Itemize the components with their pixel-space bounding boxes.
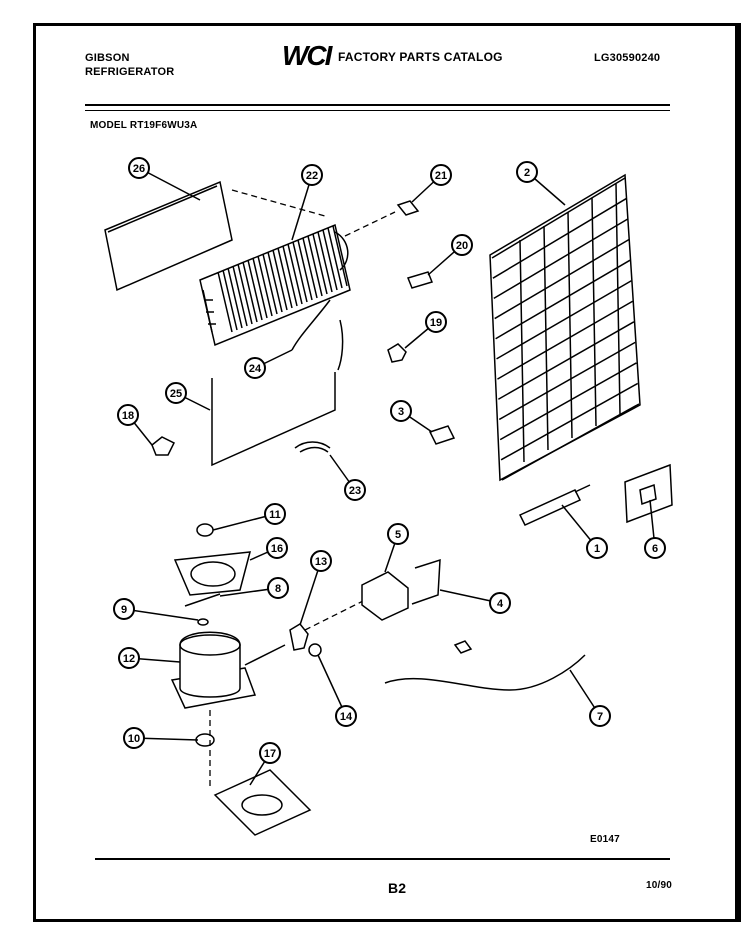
part-18-grommet — [151, 436, 176, 456]
callout-2: 2 — [516, 161, 538, 183]
part-22-evaporator — [199, 223, 351, 347]
part-21-clip — [396, 200, 420, 216]
header-rule-thin — [85, 110, 670, 111]
callout-17: 17 — [259, 742, 281, 764]
svg-text:1: 1 — [594, 543, 600, 555]
svg-text:3: 3 — [398, 406, 404, 418]
page-number: B2 — [388, 880, 407, 896]
part-9-washer — [197, 618, 209, 626]
callout-22: 22 — [301, 164, 323, 186]
leader-line-14 — [317, 654, 347, 717]
svg-text:26: 26 — [133, 163, 145, 175]
callout-25: 25 — [165, 382, 187, 404]
callout-12: 12 — [118, 647, 140, 669]
callout-20: 20 — [451, 234, 473, 256]
catalog-title: FACTORY PARTS CATALOG — [338, 50, 503, 64]
callout-4: 4 — [489, 592, 511, 614]
part-23-clip — [294, 441, 331, 453]
catalog-code: LG30590240 — [594, 52, 661, 64]
part-12-compressor — [170, 631, 286, 709]
svg-text:22: 22 — [306, 170, 318, 182]
svg-text:21: 21 — [435, 170, 447, 182]
part-3-clip — [428, 425, 456, 445]
svg-text:18: 18 — [122, 410, 134, 422]
callout-11: 11 — [264, 503, 286, 525]
svg-text:17: 17 — [264, 748, 276, 760]
svg-text:2: 2 — [524, 167, 530, 179]
part-6-bracket — [624, 463, 673, 524]
svg-text:9: 9 — [121, 604, 127, 616]
svg-text:4: 4 — [497, 598, 504, 610]
svg-text:10: 10 — [128, 733, 140, 745]
revision-date: 10/90 — [646, 880, 673, 891]
callout-13: 13 — [310, 550, 332, 572]
svg-text:13: 13 — [315, 556, 327, 568]
callout-10: 10 — [123, 727, 145, 749]
callout-9: 9 — [113, 598, 135, 620]
svg-text:20: 20 — [456, 240, 468, 252]
callout-19: 19 — [425, 311, 447, 333]
callout-14: 14 — [335, 705, 357, 727]
callout-24: 24 — [244, 357, 266, 379]
svg-text:23: 23 — [349, 485, 361, 497]
callout-23: 23 — [344, 479, 366, 501]
svg-text:19: 19 — [430, 317, 442, 329]
part-19-bracket — [387, 343, 407, 363]
part-16-cover — [173, 551, 252, 596]
svg-text:11: 11 — [269, 509, 281, 521]
part-24-heater — [291, 299, 344, 371]
leader-line-9 — [123, 608, 199, 621]
callout-21: 21 — [430, 164, 452, 186]
footer-rule — [95, 858, 670, 860]
part-7-power-cord — [384, 654, 586, 691]
callout-18: 18 — [117, 404, 139, 426]
part-26-cover-panel — [104, 180, 233, 292]
wci-logo: WCI — [282, 40, 332, 71]
svg-text:5: 5 — [395, 529, 401, 541]
callout-7: 7 — [589, 705, 611, 727]
part-20-clip — [406, 271, 434, 289]
svg-text:16: 16 — [271, 543, 283, 555]
callout-1: 1 — [586, 537, 608, 559]
leader-line-26 — [138, 167, 201, 201]
svg-text:25: 25 — [170, 388, 182, 400]
part-17-base-plate — [213, 769, 312, 836]
diagram-code: E0147 — [590, 834, 620, 845]
part-14-plug — [308, 643, 322, 657]
part-2-condenser — [489, 173, 641, 482]
svg-text:12: 12 — [123, 653, 135, 665]
callout-26: 26 — [128, 157, 150, 179]
svg-text:8: 8 — [275, 583, 281, 595]
svg-text:24: 24 — [249, 363, 262, 375]
callout-5: 5 — [387, 523, 409, 545]
callout-8: 8 — [267, 577, 289, 599]
leader-line-22 — [291, 174, 313, 241]
svg-text:6: 6 — [652, 543, 658, 555]
part-1-drier — [518, 484, 591, 526]
part-13-relay — [289, 623, 309, 651]
svg-text:14: 14 — [340, 711, 353, 723]
part-4-clip — [411, 558, 441, 605]
part-8-wire — [184, 593, 221, 607]
part-25-drain-heater — [211, 372, 336, 467]
page-border — [33, 23, 741, 922]
callout-16: 16 — [266, 537, 288, 559]
svg-text:7: 7 — [597, 711, 603, 723]
part-5-overload — [361, 571, 409, 621]
brand-name: GIBSON — [85, 52, 130, 64]
callout-3: 3 — [390, 400, 412, 422]
header-rule — [85, 104, 670, 106]
model-number: MODEL RT19F6WU3A — [90, 120, 198, 131]
callout-6: 6 — [644, 537, 666, 559]
leader-line-13 — [299, 560, 322, 626]
product-type: REFRIGERATOR — [85, 66, 175, 78]
